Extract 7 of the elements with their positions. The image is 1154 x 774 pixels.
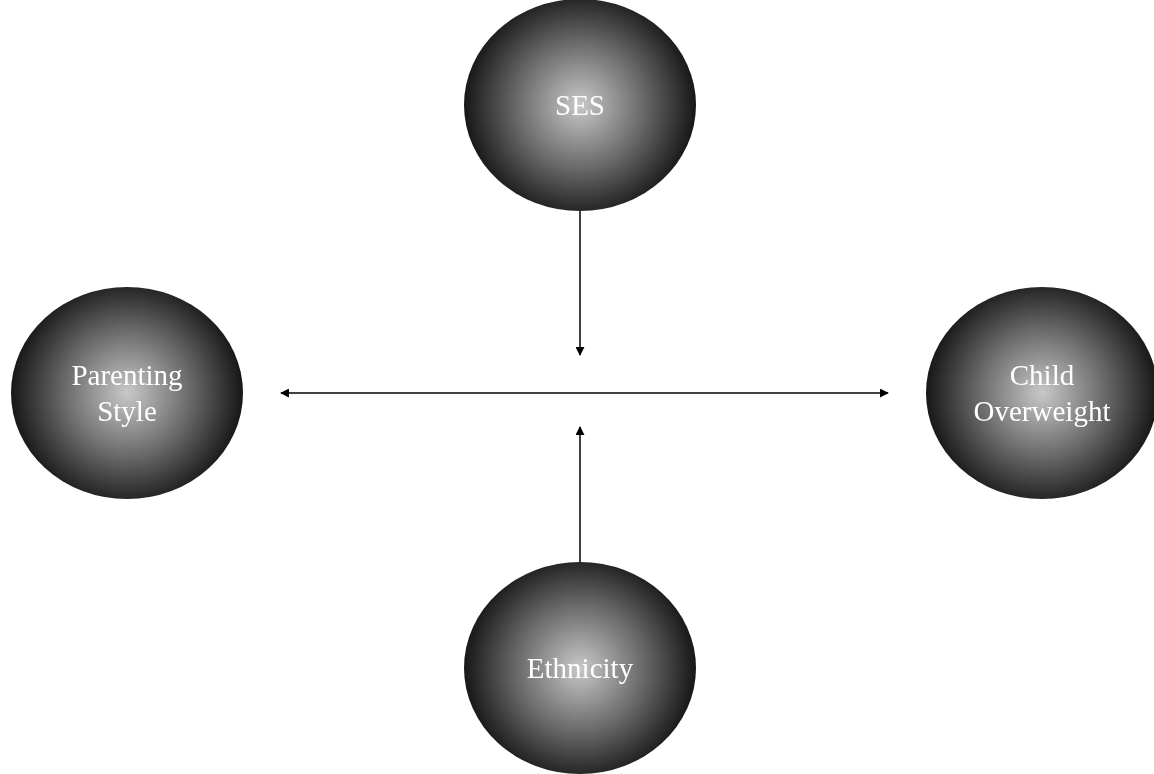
node-label: Parenting Style [70,357,184,429]
arrow [280,388,889,398]
arrow [575,426,585,563]
node-label: Child Overweight [972,357,1112,429]
arrow [575,210,585,356]
node-label: Ethnicity [526,650,634,686]
node-label: SES [555,87,605,123]
